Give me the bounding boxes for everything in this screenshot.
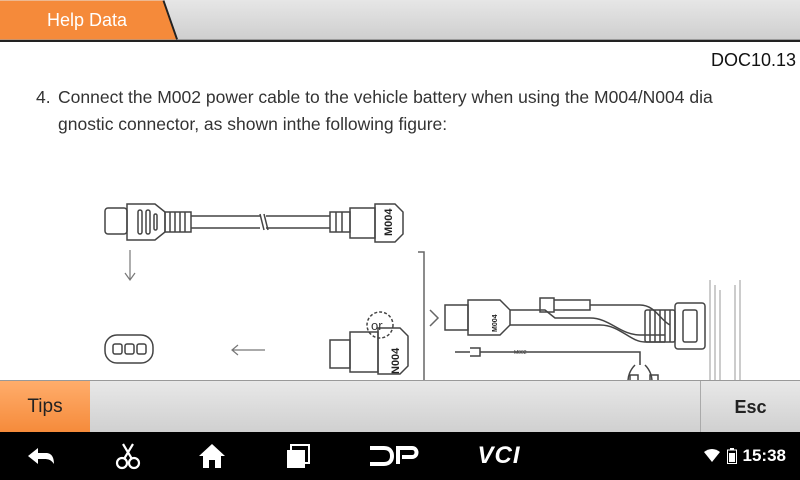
battery-icon — [726, 448, 737, 464]
system-navbar: VCI 15:38 — [0, 432, 800, 480]
arrow-down-icon — [124, 250, 136, 282]
back-icon[interactable] — [22, 440, 62, 472]
window-title: Help Data — [47, 10, 128, 30]
connection-diagram: M004 N004 M004 or M002 — [104, 203, 741, 380]
vci-icon[interactable]: VCI — [466, 440, 532, 472]
adapter-label: M004 — [492, 314, 499, 332]
vci-label: VCI — [477, 442, 521, 469]
clock: 15:38 — [742, 446, 786, 465]
obd-plug-icon — [104, 203, 404, 243]
arrow-left-icon — [231, 344, 265, 356]
doc-id: DOC10.13 — [710, 50, 796, 70]
wifi-icon — [703, 449, 720, 462]
cable-label: M002 — [514, 350, 527, 356]
n004-connector-icon — [329, 327, 409, 375]
vci-cable-assembly-icon — [444, 297, 706, 380]
status-area: 15:38 — [703, 446, 786, 466]
scissors-icon[interactable] — [108, 440, 148, 472]
step-number: 4. — [36, 87, 51, 107]
n004-label: N004 — [390, 347, 402, 374]
instruction-line-1: Connect the M002 power cable to the vehi… — [58, 87, 713, 107]
small-connector-icon — [104, 334, 154, 364]
m004-label: M004 — [383, 208, 395, 236]
tips-button[interactable]: Tips — [0, 381, 90, 433]
title-bar: Help Data — [0, 0, 800, 40]
recent-apps-icon[interactable] — [278, 440, 318, 472]
footer-bar: Tips Esc — [0, 380, 800, 433]
instruction-line-2: gnostic connector, as shown inthe follow… — [58, 114, 448, 134]
instruction-text: 4. Connect the M002 power cable to the ve… — [36, 84, 781, 138]
or-label: or — [371, 318, 383, 333]
dp-icon[interactable] — [364, 440, 424, 472]
title-tab — [0, 0, 178, 40]
esc-button[interactable]: Esc — [700, 381, 800, 433]
home-icon[interactable] — [192, 440, 232, 472]
help-content[interactable]: DOC10.13 4. Connect the M002 power cable … — [0, 40, 800, 380]
